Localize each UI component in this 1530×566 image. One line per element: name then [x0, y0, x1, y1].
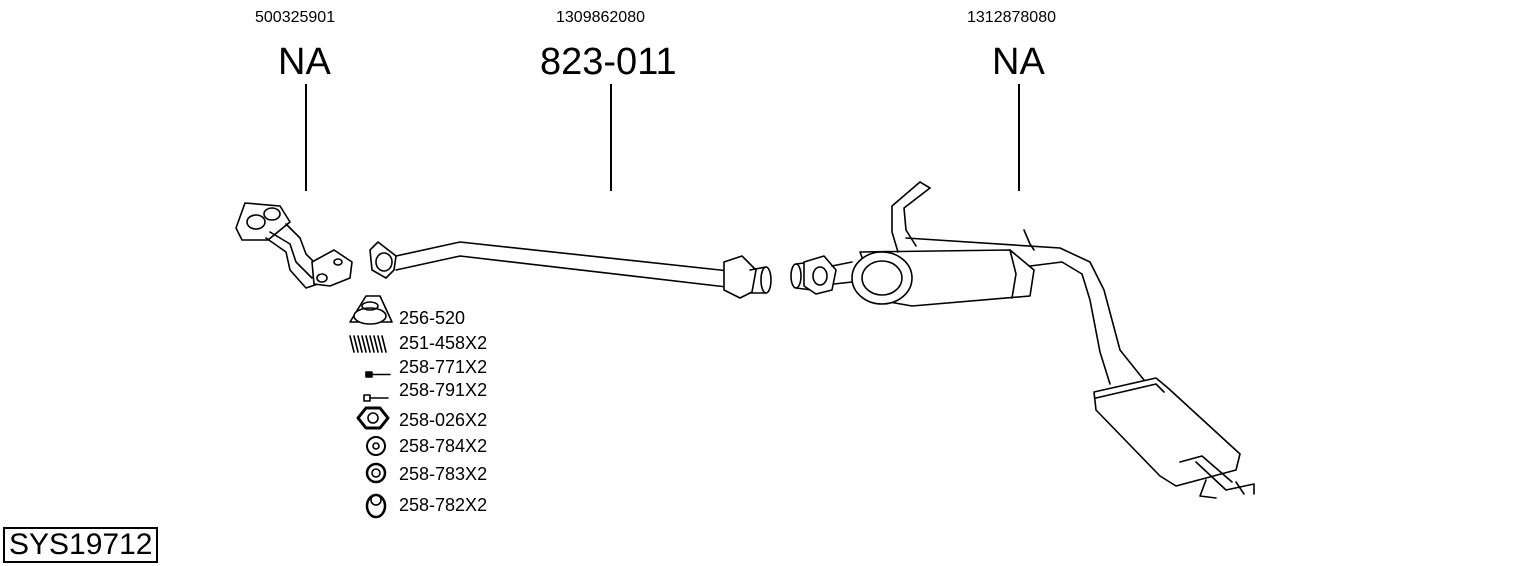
part-2-code: 823-011: [540, 41, 677, 83]
hardware-label: 258-791X2: [399, 380, 488, 400]
hardware-label: 258-771X2: [399, 357, 488, 377]
hex-nut-icon: [356, 406, 390, 430]
part-2-callout-line: [610, 84, 612, 191]
gasket-ring-icon: [349, 295, 393, 325]
part-1-code: NA: [278, 41, 331, 83]
hardware-label: 256-520: [399, 308, 466, 328]
hardware-label: 258-026X2: [399, 410, 488, 430]
front-downpipe-part: [235, 202, 353, 289]
rear-section-part: [790, 181, 1255, 499]
part-3-oem-number: 1312878080: [967, 9, 1056, 26]
hardware-label: 258-782X2: [399, 495, 488, 515]
washer-icon: [366, 436, 386, 456]
part-2-oem-number: 1309862080: [556, 9, 645, 26]
system-code-label: SYS19712: [3, 527, 159, 563]
hardware-label: 258-783X2: [399, 464, 488, 484]
rubber-mount-icon: [365, 493, 387, 519]
part-3-code: NA: [992, 41, 1045, 83]
rubber-mount-icon: [365, 462, 387, 484]
part-3-callout-line: [1018, 84, 1020, 191]
bolt-icon: [363, 394, 389, 402]
part-1-callout-line: [305, 84, 307, 191]
intermediate-pipe-part: [369, 241, 772, 299]
hardware-label: 258-784X2: [399, 436, 488, 456]
spring-icon: [349, 335, 387, 353]
hardware-label: 251-458X2: [399, 333, 488, 353]
bolt-icon: [365, 371, 391, 378]
part-1-oem-number: 500325901: [255, 9, 336, 26]
